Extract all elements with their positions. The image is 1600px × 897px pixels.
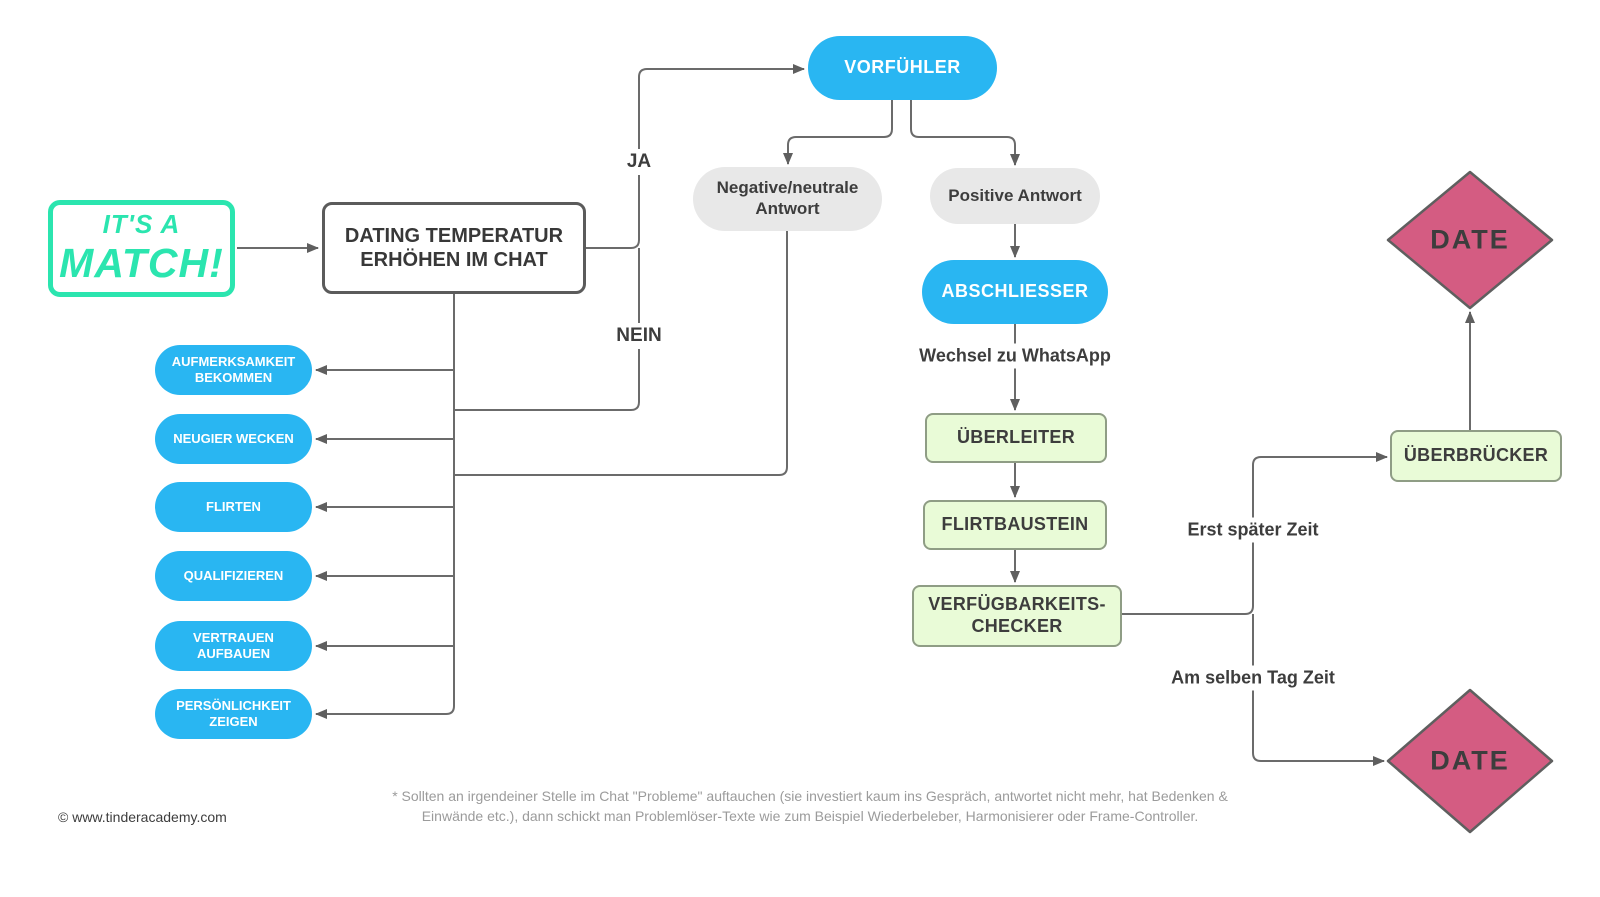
edge-vorfuehler-to-negative (783, 100, 893, 165)
footnote-line2: Einwände etc.), dann schickt man Problem… (421, 808, 1199, 825)
node-abschliesser: ABSCHLIESSER (922, 260, 1108, 324)
node-ueberleiter: ÜBERLEITER (925, 413, 1107, 463)
edge-label-wechsel-zu-whatsapp: Wechsel zu WhatsApp (913, 343, 1117, 369)
match-badge-line2: MATCH! (59, 240, 224, 287)
node-negative-antwort: Negative/neutrale Antwort (693, 167, 882, 231)
edge-label-erst-spaeter-zeit: Erst später Zeit (1181, 517, 1325, 543)
footnote-line1: * Sollten an irgendeiner Stelle im Chat … (392, 788, 1228, 804)
edge-label-am-selben-tag-zeit: Am selben Tag Zeit (1165, 665, 1341, 691)
pill-aufmerksamkeit-bekommen: AUFMERKSAMKEIT BEKOMMEN (155, 345, 312, 395)
its-a-match-badge: IT'S A MATCH! (48, 200, 235, 297)
copyright-text: © www.tinderacademy.com (58, 809, 227, 825)
pill-flirten: FLIRTEN (155, 482, 312, 532)
edge-negative-loop (454, 231, 788, 476)
node-flirtbaustein: FLIRTBAUSTEIN (923, 500, 1107, 550)
node-verfuegbarkeits-checker: VERFÜGBARKEITS-CHECKER (912, 585, 1122, 647)
edge-trunk (315, 294, 455, 719)
date-diamond-top (1386, 170, 1554, 310)
footnote-text: * Sollten an irgendeiner Stelle im Chat … (330, 786, 1290, 827)
node-dating-temperatur: DATING TEMPERATUR ERHÖHEN IM CHAT (322, 202, 586, 294)
match-badge-line1: IT'S A (102, 208, 181, 239)
pill-vertrauen-aufbauen: VERTRAUEN AUFBAUEN (155, 621, 312, 671)
node-vorfuehler: VORFÜHLER (808, 36, 997, 100)
node-positive-antwort: Positive Antwort (930, 168, 1100, 224)
edge-nein-loop (454, 248, 640, 411)
date-diamond-bottom (1386, 688, 1554, 834)
edge-checker-to-date-bottom (1252, 614, 1385, 766)
date-bottom-label: DATE (1430, 745, 1510, 776)
pill-neugier-wecken: NEUGIER WECKEN (155, 414, 312, 464)
pill-qualifizieren: QUALIFIZIEREN (155, 551, 312, 601)
edge-label-nein: NEIN (610, 323, 668, 349)
edge-vorfuehler-to-positive (910, 100, 1020, 166)
date-top-label: DATE (1430, 224, 1510, 255)
pill-persoenlichkeit-zeigen: PERSÖNLICHKEIT ZEIGEN (155, 689, 312, 739)
edge-label-ja: JA (620, 149, 658, 175)
node-ueberbruecker: ÜBERBRÜCKER (1390, 430, 1562, 482)
